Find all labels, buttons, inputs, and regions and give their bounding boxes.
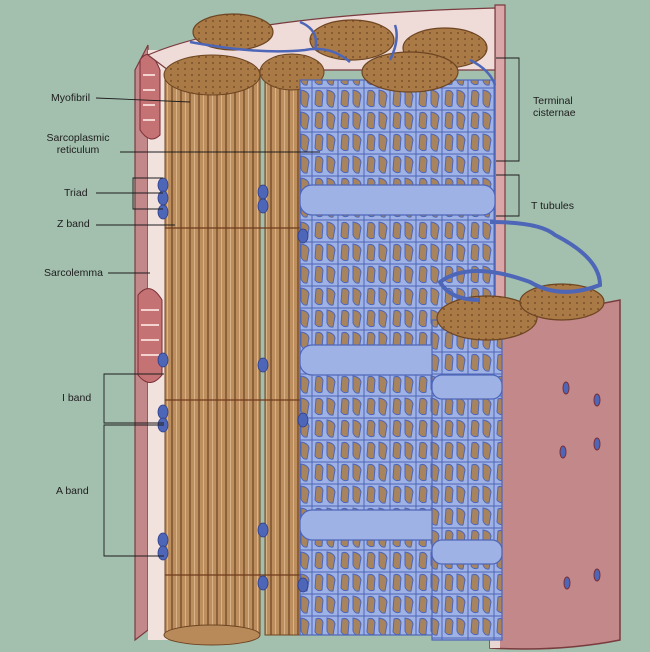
z-band-lines: [165, 227, 310, 576]
label-i-band: I band: [62, 392, 92, 404]
label-myofibril: Myofibril: [51, 92, 91, 104]
label-z-band: Z band: [57, 218, 90, 230]
label-sarcoplasmic-reticulum-line2: reticulum: [56, 144, 100, 156]
label-leader-lines: [95, 57, 520, 557]
myofibril-left: [163, 54, 261, 646]
label-terminal-cisternae: Terminal cisternae: [533, 95, 576, 119]
sr-network-top: [189, 20, 497, 86]
label-sarcolemma: Sarcolemma: [44, 267, 103, 279]
label-sarcoplasmic-reticulum: Sarcoplasmic reticulum: [30, 132, 126, 156]
label-terminal-cisternae-line2: cisternae: [533, 107, 576, 119]
label-triad: Triad: [64, 187, 88, 199]
label-sarcoplasmic-reticulum-line1: Sarcoplasmic: [46, 132, 110, 144]
step-fiber: [431, 283, 605, 641]
label-t-tubules: T tubules: [531, 200, 574, 212]
nucleus-marks: [559, 381, 601, 590]
t-tubule-loop: [437, 220, 603, 302]
label-terminal-cisternae-line1: Terminal: [533, 95, 573, 107]
label-a-band: A band: [56, 485, 89, 497]
